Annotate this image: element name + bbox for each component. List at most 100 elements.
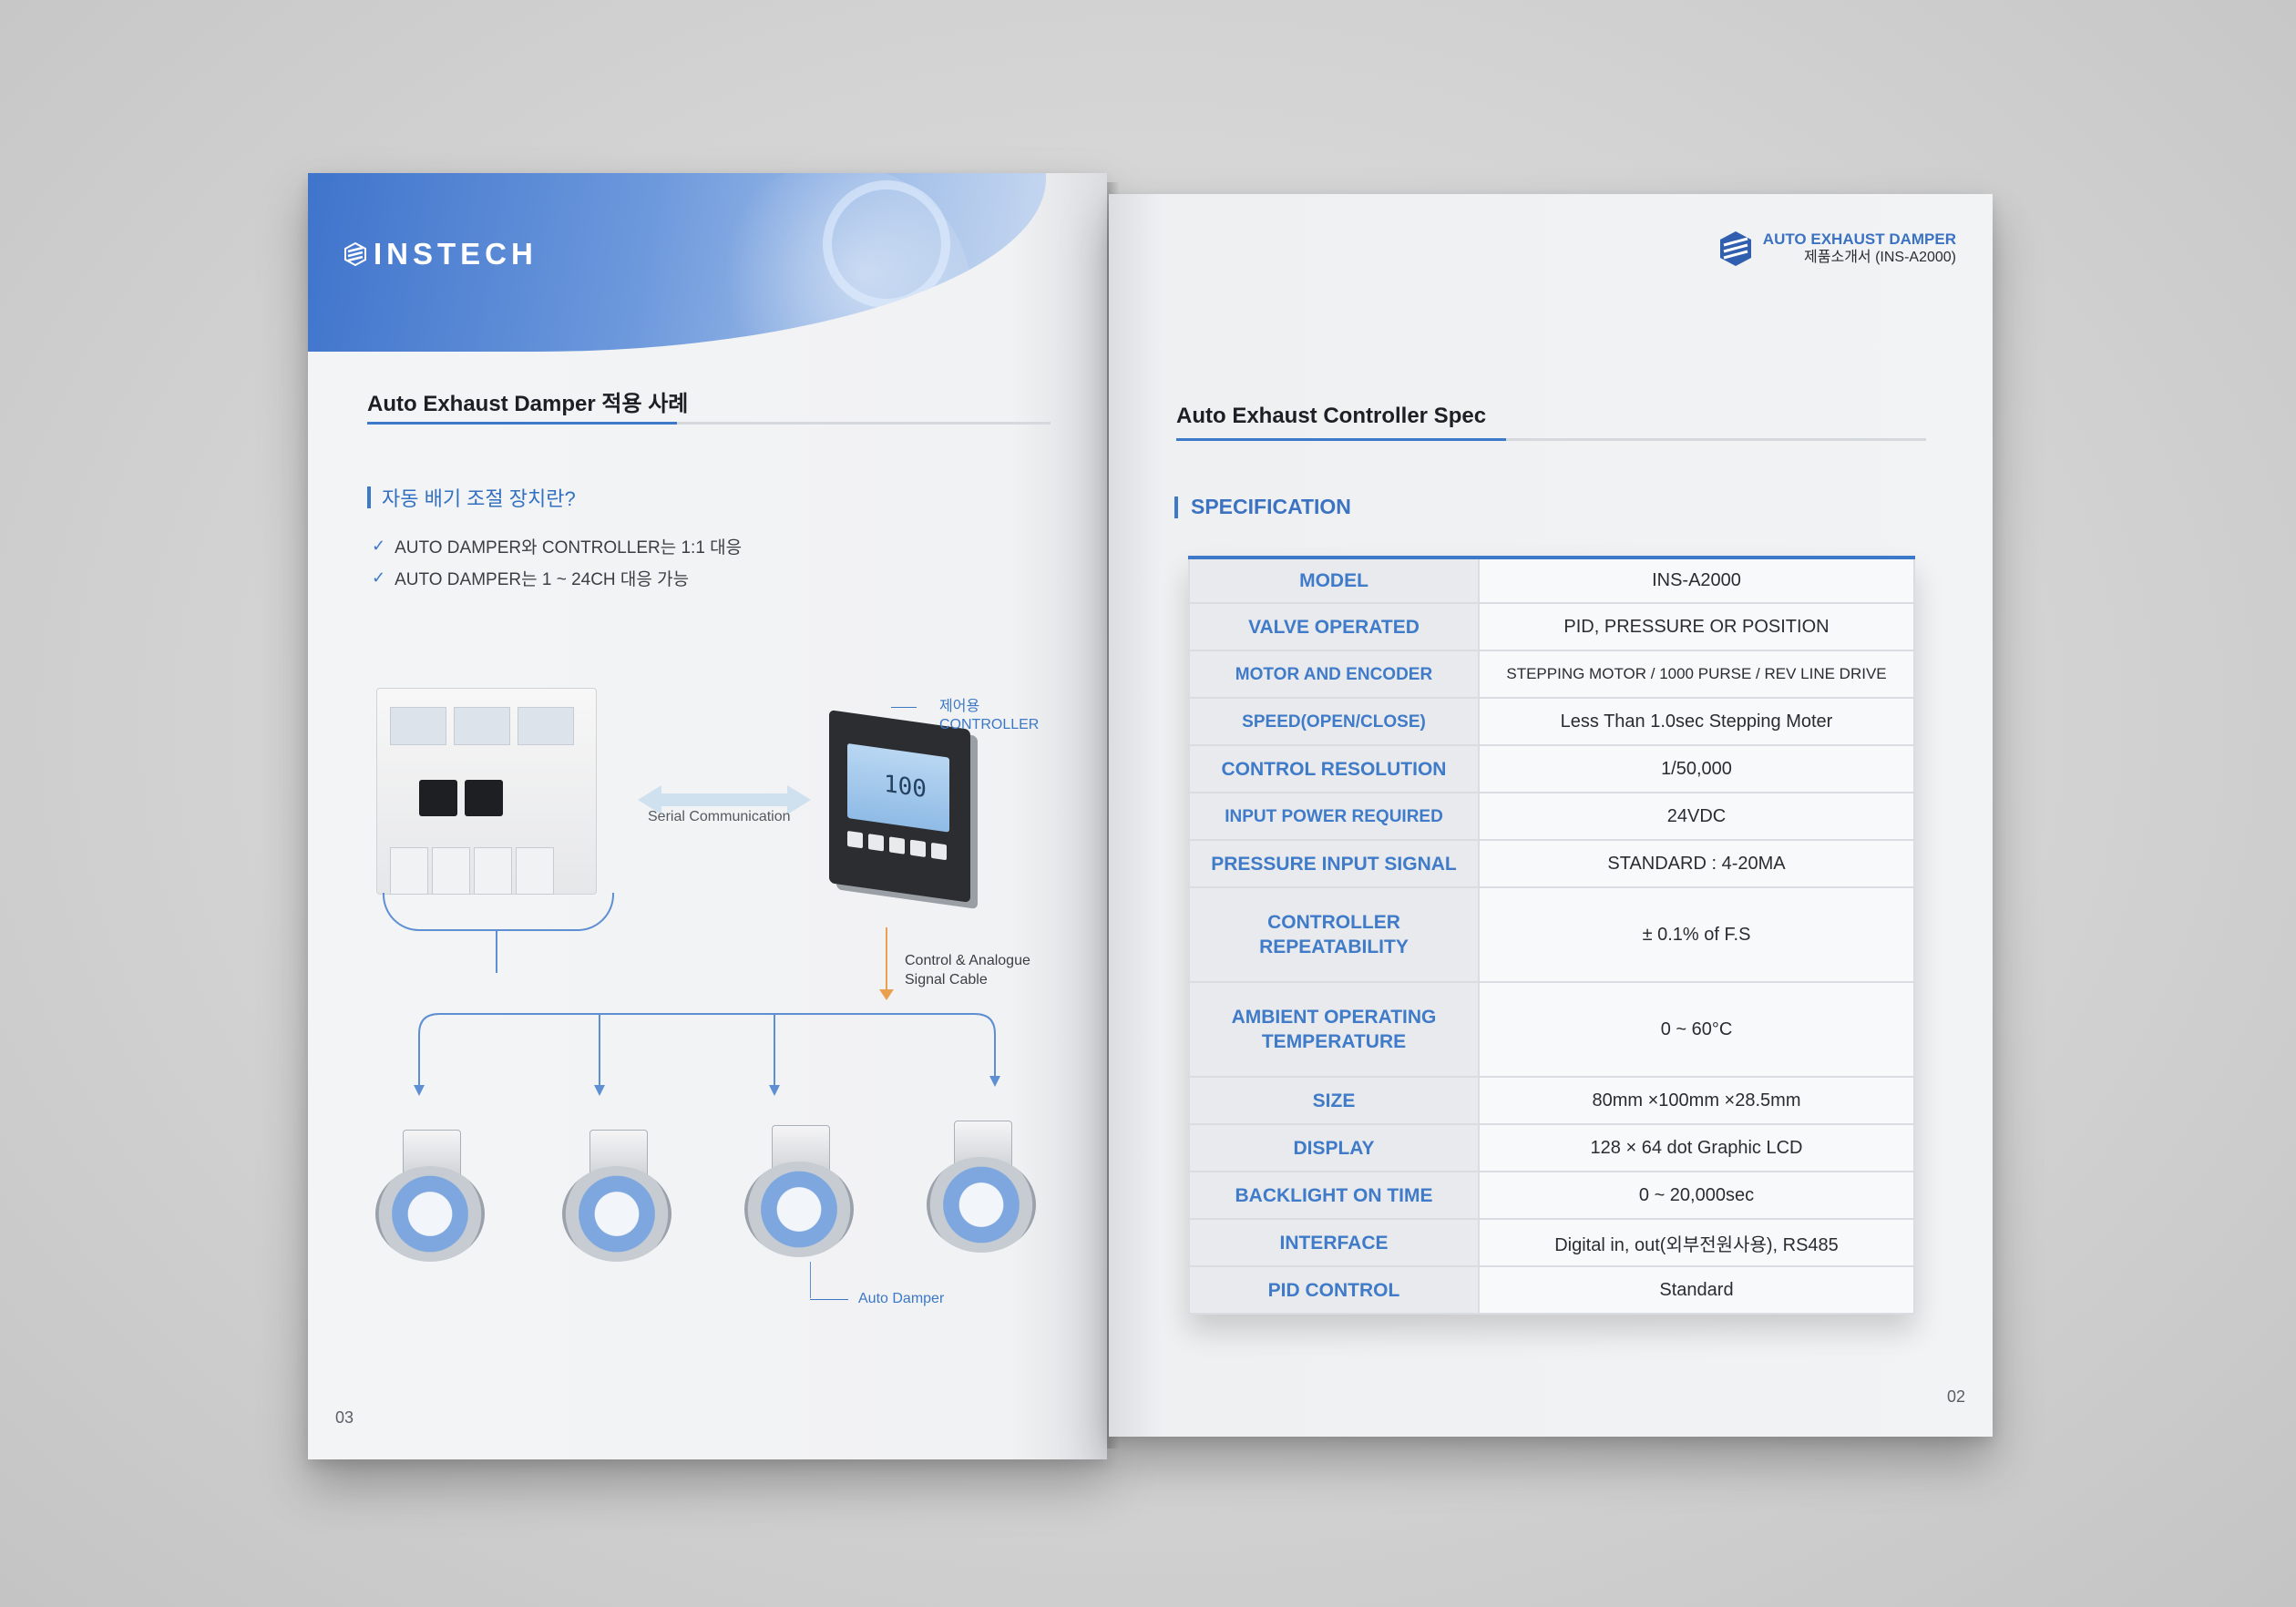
spec-value: ± 0.1% of F.S — [1478, 886, 1915, 983]
spec-key: CONTROLLER REPEATABILITY — [1188, 886, 1480, 983]
controller-label-ko: 제어용 — [939, 699, 980, 714]
controller-label-en: CONTROLLER — [939, 717, 1040, 732]
spec-value: 128 × 64 dot Graphic LCD — [1478, 1123, 1915, 1172]
damper-callout-line — [810, 1262, 811, 1298]
title-underline — [367, 422, 1051, 425]
page-title: Auto Exhaust Controller Spec — [1176, 404, 1487, 428]
spec-heading-text: SPECIFICATION — [1191, 495, 1351, 518]
spec-value: STEPPING MOTOR / 1000 PURSE / REV LINE D… — [1478, 650, 1915, 699]
signal-cable-line — [886, 927, 887, 991]
cable-label-line1: Control & Analogue — [905, 953, 1030, 968]
heading-bar-icon — [367, 486, 371, 508]
spec-value: Standard — [1478, 1265, 1915, 1315]
spec-value: 1/50,000 — [1478, 744, 1915, 793]
right-page: AUTO EXHAUST DAMPER 제품소개서 (INS-A2000) Au… — [1109, 194, 1993, 1437]
table-row: SPEED(OPEN/CLOSE)Less Than 1.0sec Steppi… — [1188, 697, 1915, 746]
header-banner: INSTECH — [308, 173, 1046, 352]
spec-key: PRESSURE INPUT SIGNAL — [1188, 839, 1480, 888]
product-header-subtitle: 제품소개서 (INS-A2000) — [1804, 250, 1956, 265]
check-icon: ✓ — [372, 568, 386, 587]
page-title: Auto Exhaust Damper 적용 사례 — [367, 392, 689, 416]
feature-list: ✓ AUTO DAMPER와 CONTROLLER는 1:1 대응 ✓ AUTO… — [372, 530, 742, 594]
cable-label-line2: Signal Cable — [905, 972, 988, 988]
spec-key: PID CONTROL — [1188, 1265, 1480, 1315]
brand-name: INSTECH — [374, 237, 538, 271]
spec-heading: SPECIFICATION — [1174, 495, 1351, 519]
spec-value: INS-A2000 — [1478, 557, 1915, 604]
spec-key: CONTROL RESOLUTION — [1188, 744, 1480, 793]
damper-callout-line-h — [810, 1299, 848, 1300]
spec-key: AMBIENT OPERATING TEMPERATURE — [1188, 981, 1480, 1078]
spec-value: Digital in, out(외부전원사용), RS485 — [1478, 1218, 1915, 1267]
title-underline-accent — [367, 422, 677, 425]
page-number: 02 — [1946, 1387, 1965, 1406]
list-item: ✓ AUTO DAMPER는 1 ~ 24CH 대응 가능 — [372, 562, 742, 594]
heading-bar-icon — [1174, 496, 1178, 518]
controller-lcd: 100 — [847, 742, 949, 833]
controller-callout: 제어용 CONTROLLER — [939, 698, 1039, 734]
spec-key: VALVE OPERATED — [1188, 602, 1480, 651]
distribution-lines — [414, 1013, 1000, 1096]
spec-key: SIZE — [1188, 1076, 1480, 1125]
equipment-bracket — [383, 893, 614, 931]
auto-damper-image — [923, 1121, 1051, 1257]
product-header: AUTO EXHAUST DAMPER 제품소개서 (INS-A2000) — [1719, 230, 1956, 267]
signal-cable-arrow-icon — [879, 989, 894, 1000]
spec-key: INTERFACE — [1188, 1218, 1480, 1267]
title-underline — [1176, 438, 1926, 441]
table-row: CONTROLLER REPEATABILITY± 0.1% of F.S — [1188, 886, 1915, 983]
spec-key: MOTOR AND ENCODER — [1188, 650, 1480, 699]
controller-callout-line — [891, 707, 917, 708]
list-item-text: AUTO DAMPER와 CONTROLLER는 1:1 대응 — [395, 538, 743, 558]
product-header-text: AUTO EXHAUST DAMPER 제품소개서 (INS-A2000) — [1763, 230, 1956, 267]
product-header-title: AUTO EXHAUST DAMPER — [1762, 230, 1956, 248]
title-underline-accent — [1176, 438, 1506, 441]
spec-value: 0 ~ 60°C — [1478, 981, 1915, 1078]
controller-device-image: 100 — [829, 710, 970, 903]
sub-heading: 자동 배기 조절 장치란? — [367, 483, 576, 512]
spec-value: PID, PRESSURE OR POSITION — [1478, 602, 1915, 651]
spec-key: MODEL — [1188, 557, 1480, 604]
spec-key: INPUT POWER REQUIRED — [1188, 792, 1480, 841]
semiconductor-equipment-image — [376, 688, 597, 895]
banner-headphone-graphic — [823, 180, 950, 308]
controller-lcd-value: 100 — [884, 770, 927, 804]
spec-value: 80mm ×100mm ×28.5mm — [1478, 1076, 1915, 1125]
left-page: INSTECH Auto Exhaust Damper 적용 사례 자동 배기 … — [308, 173, 1107, 1459]
auto-damper-label: Auto Damper — [858, 1291, 945, 1306]
connector-line — [496, 929, 497, 973]
spec-key: SPEED(OPEN/CLOSE) — [1188, 697, 1480, 746]
spec-value: 24VDC — [1478, 792, 1915, 841]
spec-value: 0 ~ 20,000sec — [1478, 1171, 1915, 1220]
serial-double-arrow-icon — [638, 785, 811, 814]
instech-logo-icon — [1719, 231, 1751, 266]
instech-logo: INSTECH — [344, 237, 538, 271]
cable-label: Control & Analogue Signal Cable — [905, 951, 1030, 989]
instech-logo-icon — [344, 242, 366, 266]
spec-value: STANDARD : 4-20MA — [1478, 839, 1915, 888]
auto-damper-image — [559, 1130, 686, 1266]
auto-damper-image — [372, 1130, 499, 1266]
page-number: 03 — [335, 1408, 354, 1427]
serial-communication-label: Serial Communication — [648, 809, 791, 824]
spec-key: DISPLAY — [1188, 1123, 1480, 1172]
spec-key: BACKLIGHT ON TIME — [1188, 1171, 1480, 1220]
spec-value: Less Than 1.0sec Stepping Moter — [1478, 697, 1915, 746]
check-icon: ✓ — [372, 537, 386, 555]
sub-heading-text: 자동 배기 조절 장치란? — [382, 487, 576, 510]
list-item: ✓ AUTO DAMPER와 CONTROLLER는 1:1 대응 — [372, 530, 742, 562]
list-item-text: AUTO DAMPER는 1 ~ 24CH 대응 가능 — [395, 570, 690, 589]
